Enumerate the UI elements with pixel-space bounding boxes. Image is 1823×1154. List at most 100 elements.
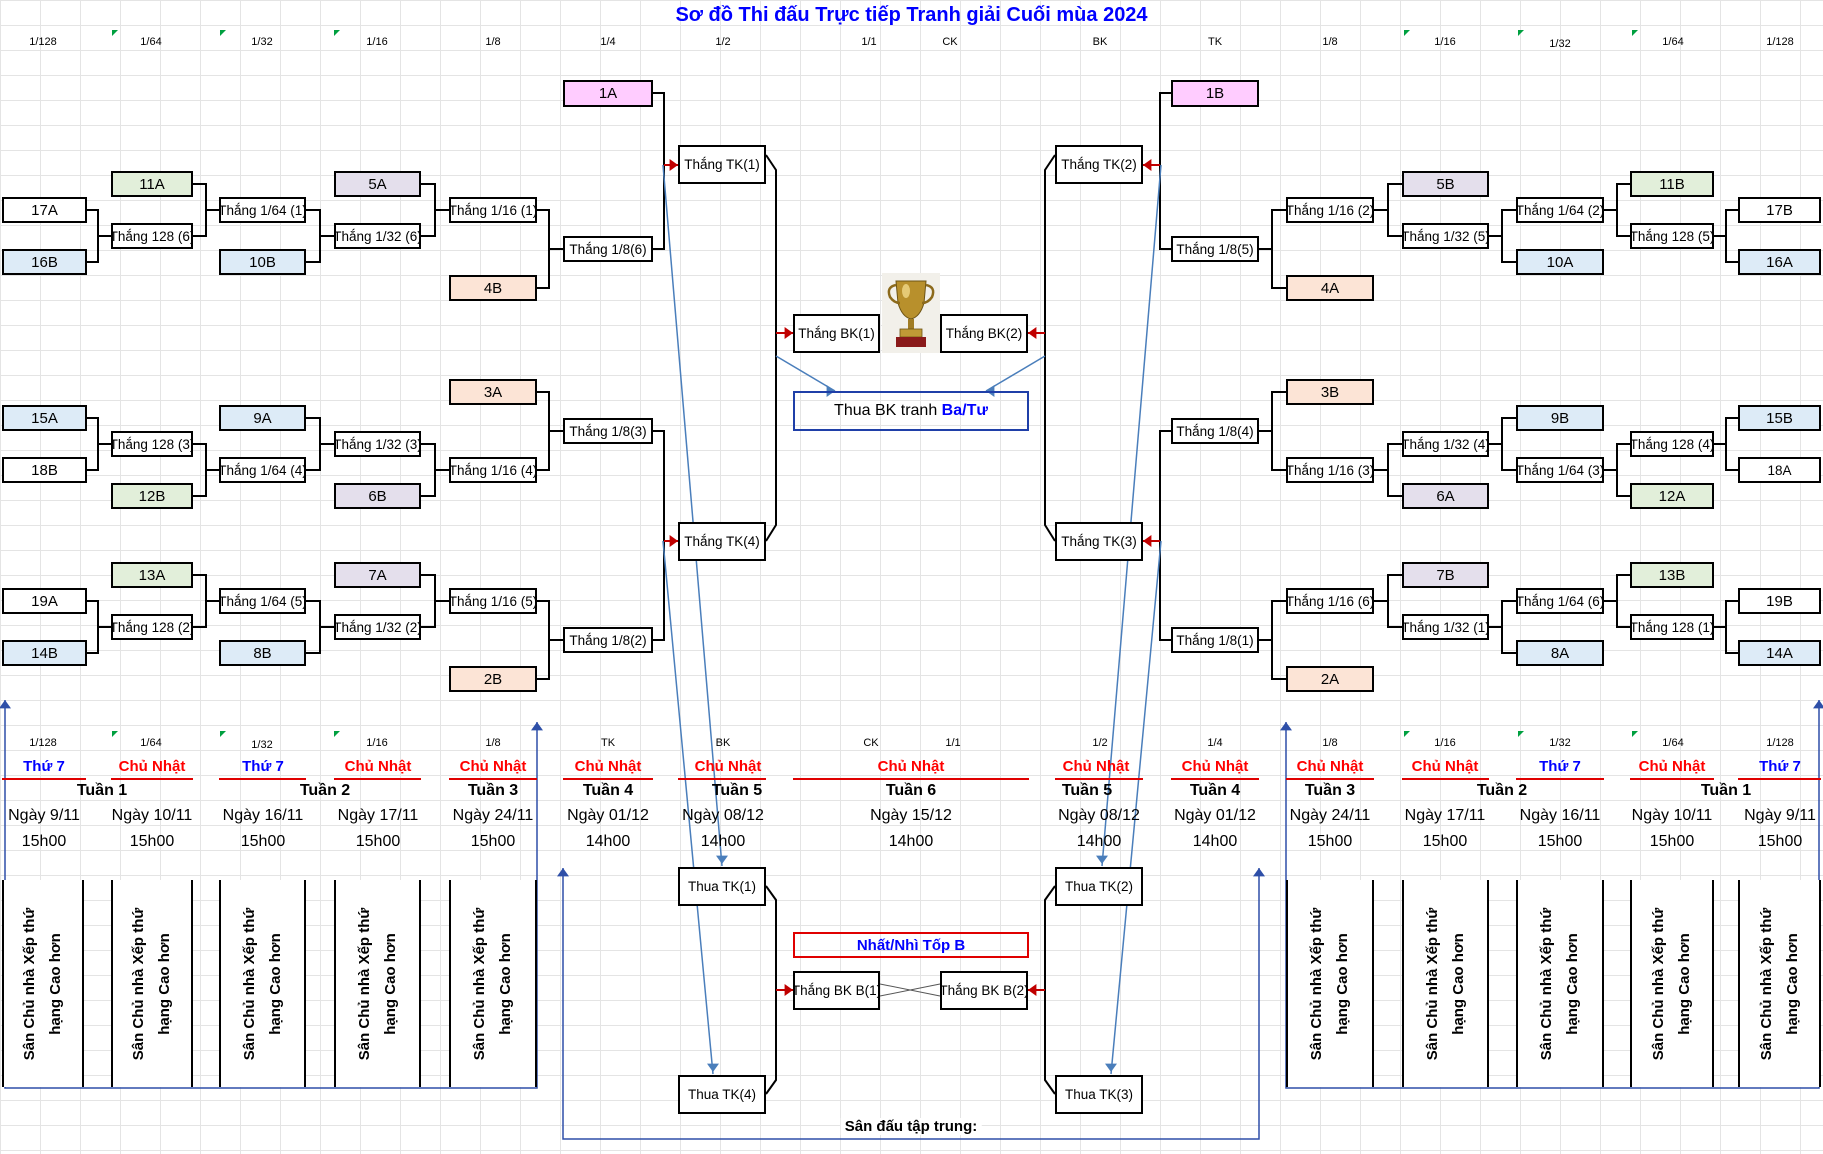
match-box: Thắng 1/16 (6) <box>1286 588 1374 614</box>
home-venue-label: Sân Chủ nhà Xếp thứ hạng Cao hơn <box>1423 907 1467 1060</box>
header-round: 1/64 <box>1662 737 1684 749</box>
schedule-date: Ngày 17/11 <box>1404 807 1486 824</box>
home-venue-column: Sân Chủ nhà Xếp thứ hạng Cao hơn <box>334 880 421 1087</box>
arrow-head <box>1028 327 1037 339</box>
divider <box>1171 778 1259 780</box>
home-venue-label: Sân Chủ nhà Xếp thứ hạng Cao hơn <box>471 907 514 1060</box>
third-place-box: Thua BK tranh Ba/Tư <box>793 391 1029 431</box>
header-round: 1/8 <box>485 737 501 749</box>
team-16A: 16A <box>1738 249 1821 275</box>
header-round: 1/2 <box>715 36 731 48</box>
schedule-week: Tuần 6 <box>885 782 937 799</box>
arrow-head <box>1280 722 1292 731</box>
divider <box>678 778 766 780</box>
connector-line <box>985 355 1046 392</box>
match-box: Thắng 1/32 (2) <box>334 614 421 640</box>
divider <box>334 778 421 780</box>
schedule-day: Chủ Nhật <box>459 758 527 775</box>
home-venue-label: Sân Chủ nhà Xếp thứ hạng Cao hơn <box>1650 907 1693 1060</box>
arrow-head <box>1253 868 1265 877</box>
home-venue-column: Sân Chủ nhà Xếp thứ hạng Cao hơn <box>449 880 537 1087</box>
match-box: Thắng 1/8(6) <box>563 236 653 262</box>
header-round: 1/8 <box>1322 737 1338 749</box>
match-box: Thắng 128 (4) <box>1630 431 1714 457</box>
header-round: 1/1 <box>861 36 877 48</box>
header-round: CK <box>942 36 958 48</box>
match-box: Thắng BK(1) <box>793 314 880 353</box>
central-venue-label: Sân đấu tập trung: <box>840 1118 982 1135</box>
connector-line <box>537 391 550 471</box>
match-box: Thắng 1/64 (5) <box>219 588 306 614</box>
connector-line <box>765 885 777 1095</box>
schedule-time: 15h00 <box>1757 833 1803 850</box>
header-round: 1/16 <box>366 737 388 749</box>
comment-marker <box>1518 30 1524 36</box>
schedule-time: 15h00 <box>470 833 516 850</box>
schedule-week: Tuần 4 <box>1189 782 1241 799</box>
schedule-time: 15h00 <box>1649 833 1695 850</box>
match-box: Thắng TK(3) <box>1055 522 1143 561</box>
divider <box>1516 778 1604 780</box>
schedule-time: 15h00 <box>1422 833 1468 850</box>
comment-marker <box>112 731 118 737</box>
schedule-time: 15h00 <box>1307 833 1353 850</box>
comment-marker <box>220 30 226 36</box>
header-round: 1/64 <box>140 737 162 749</box>
connector-line <box>1101 164 1162 867</box>
divider <box>1286 778 1374 780</box>
header-round: TK <box>600 737 616 749</box>
connector-line <box>1271 391 1286 471</box>
arrow-head <box>557 868 569 877</box>
comment-marker <box>334 731 340 737</box>
header-round: 1/4 <box>1207 737 1223 749</box>
header-round: 1/128 <box>1766 737 1794 749</box>
schedule-time: 15h00 <box>240 833 286 850</box>
team-2B: 2B <box>449 666 537 692</box>
connector-line <box>1159 430 1171 641</box>
match-box: Thắng 1/64 (3) <box>1516 457 1604 483</box>
home-venue-label: Sân Chủ nhà Xếp thứ hạng Cao hơn <box>1757 907 1801 1060</box>
home-venue-column: Sân Chủ nhà Xếp thứ hạng Cao hơn <box>1630 880 1714 1087</box>
connector-line <box>421 574 436 628</box>
arrow-head <box>1143 535 1152 547</box>
schedule-day: Chủ Nhật <box>574 758 642 775</box>
team-12A: 12A <box>1630 483 1714 509</box>
schedule-date: Ngày 10/11 <box>111 807 193 824</box>
connector-line <box>1044 885 1056 1095</box>
schedule-day: Chủ Nhật <box>1296 758 1364 775</box>
connector-line <box>87 209 99 263</box>
team-3B: 3B <box>1286 379 1374 405</box>
team-14B: 14B <box>2 640 87 666</box>
team-9B: 9B <box>1516 405 1604 431</box>
connector-line <box>421 443 436 497</box>
comment-marker <box>220 731 226 737</box>
arrow-head <box>716 855 728 864</box>
divider <box>1738 778 1821 780</box>
match-box: Thắng 128 (2) <box>111 614 193 640</box>
schedule-day: Chủ Nhật <box>1062 758 1130 775</box>
team-18A: 18A <box>1738 457 1821 483</box>
schedule-week: Tuần 2 <box>299 782 351 799</box>
team-12B: 12B <box>111 483 193 509</box>
schedule-date: Ngày 24/11 <box>452 807 534 824</box>
match-box: Thắng 128 (3) <box>111 431 193 457</box>
match-box: Thắng 1/8(1) <box>1171 627 1259 653</box>
connector-line <box>193 443 207 497</box>
schedule-day: Chủ Nhật <box>344 758 412 775</box>
connector-line <box>1616 574 1630 628</box>
match-box: Thắng 1/8(2) <box>563 627 653 653</box>
schedule-date: Ngày 9/11 <box>8 807 80 824</box>
match-box: Thua TK(4) <box>678 1075 766 1114</box>
header-round: 1/4 <box>600 36 616 48</box>
team-17A: 17A <box>2 197 87 223</box>
schedule-day: Chủ Nhật <box>1638 758 1706 775</box>
match-box: Thua TK(1) <box>678 867 766 906</box>
home-venue-label: Sân Chủ nhà Xếp thứ hạng Cao hơn <box>21 907 64 1060</box>
header-round: BK <box>1092 36 1108 48</box>
connector-line <box>537 209 550 289</box>
connector-line <box>562 868 1260 1140</box>
connector-line <box>1387 443 1402 497</box>
schedule-week: Tuần 3 <box>1304 782 1356 799</box>
arrow-head <box>0 700 11 709</box>
connector-line <box>1387 574 1402 628</box>
